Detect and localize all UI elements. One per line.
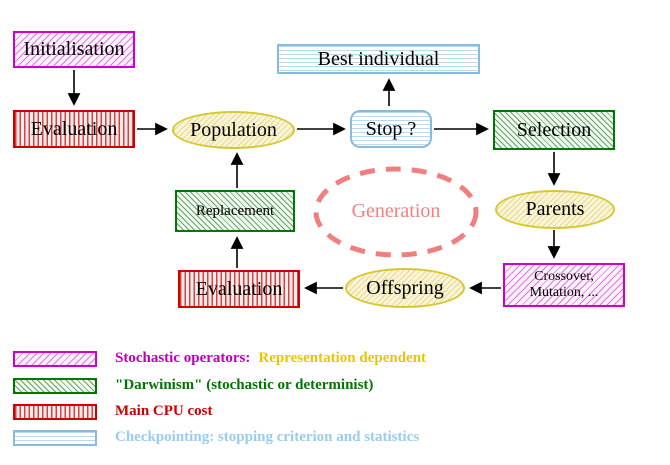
legend-swatch-red-stripes [13,403,97,420]
legend-row-stochastic: Stochastic operators: Representation depe… [13,350,426,367]
node-selection: Selection [493,110,615,150]
legend-stochastic-operators: Stochastic operators: [115,350,251,366]
node-crossover-mutation: Crossover, Mutation, ... [503,263,625,307]
legend-row-cpu-cost: Main CPU cost [13,403,213,420]
crossover-line1: Crossover, [534,268,594,284]
legend-darwinism: "Darwinism" (stochastic or determinist) [115,377,374,393]
generation-label: Generation [351,200,441,222]
node-initialisation: Initialisation [13,31,135,68]
legend-representation-dependent: Representation dependent [258,350,427,366]
crossover-line2: Mutation, ... [529,285,599,300]
node-offspring: Offspring [345,268,465,308]
legend-text-cpu-cost: Main CPU cost [115,403,213,420]
node-evaluation-top: Evaluation [13,110,135,148]
legend-swatch-green-hatch [13,377,97,394]
legend-swatch-cyan-lines [13,429,97,446]
node-evaluation-bottom: Evaluation [178,270,300,308]
legend-text-checkpointing: Checkpointing: stopping criterion and st… [115,429,419,446]
node-replacement: Replacement [175,190,295,232]
legend-main-cpu-cost: Main CPU cost [115,403,213,419]
legend-text-stochastic: Stochastic operators: Representation depe… [115,350,426,367]
legend-checkpointing: Checkpointing: stopping criterion and st… [115,429,420,445]
node-best-individual: Best individual [277,44,480,74]
node-population: Population [172,111,295,149]
legend-text-darwinism: "Darwinism" (stochastic or determinist) [115,377,373,394]
legend-swatch-magenta-hatch [13,350,97,367]
node-stop: Stop ? [350,110,432,148]
legend-row-darwinism: "Darwinism" (stochastic or determinist) [13,377,373,394]
node-parents: Parents [495,190,615,229]
legend-row-checkpointing: Checkpointing: stopping criterion and st… [13,429,419,446]
